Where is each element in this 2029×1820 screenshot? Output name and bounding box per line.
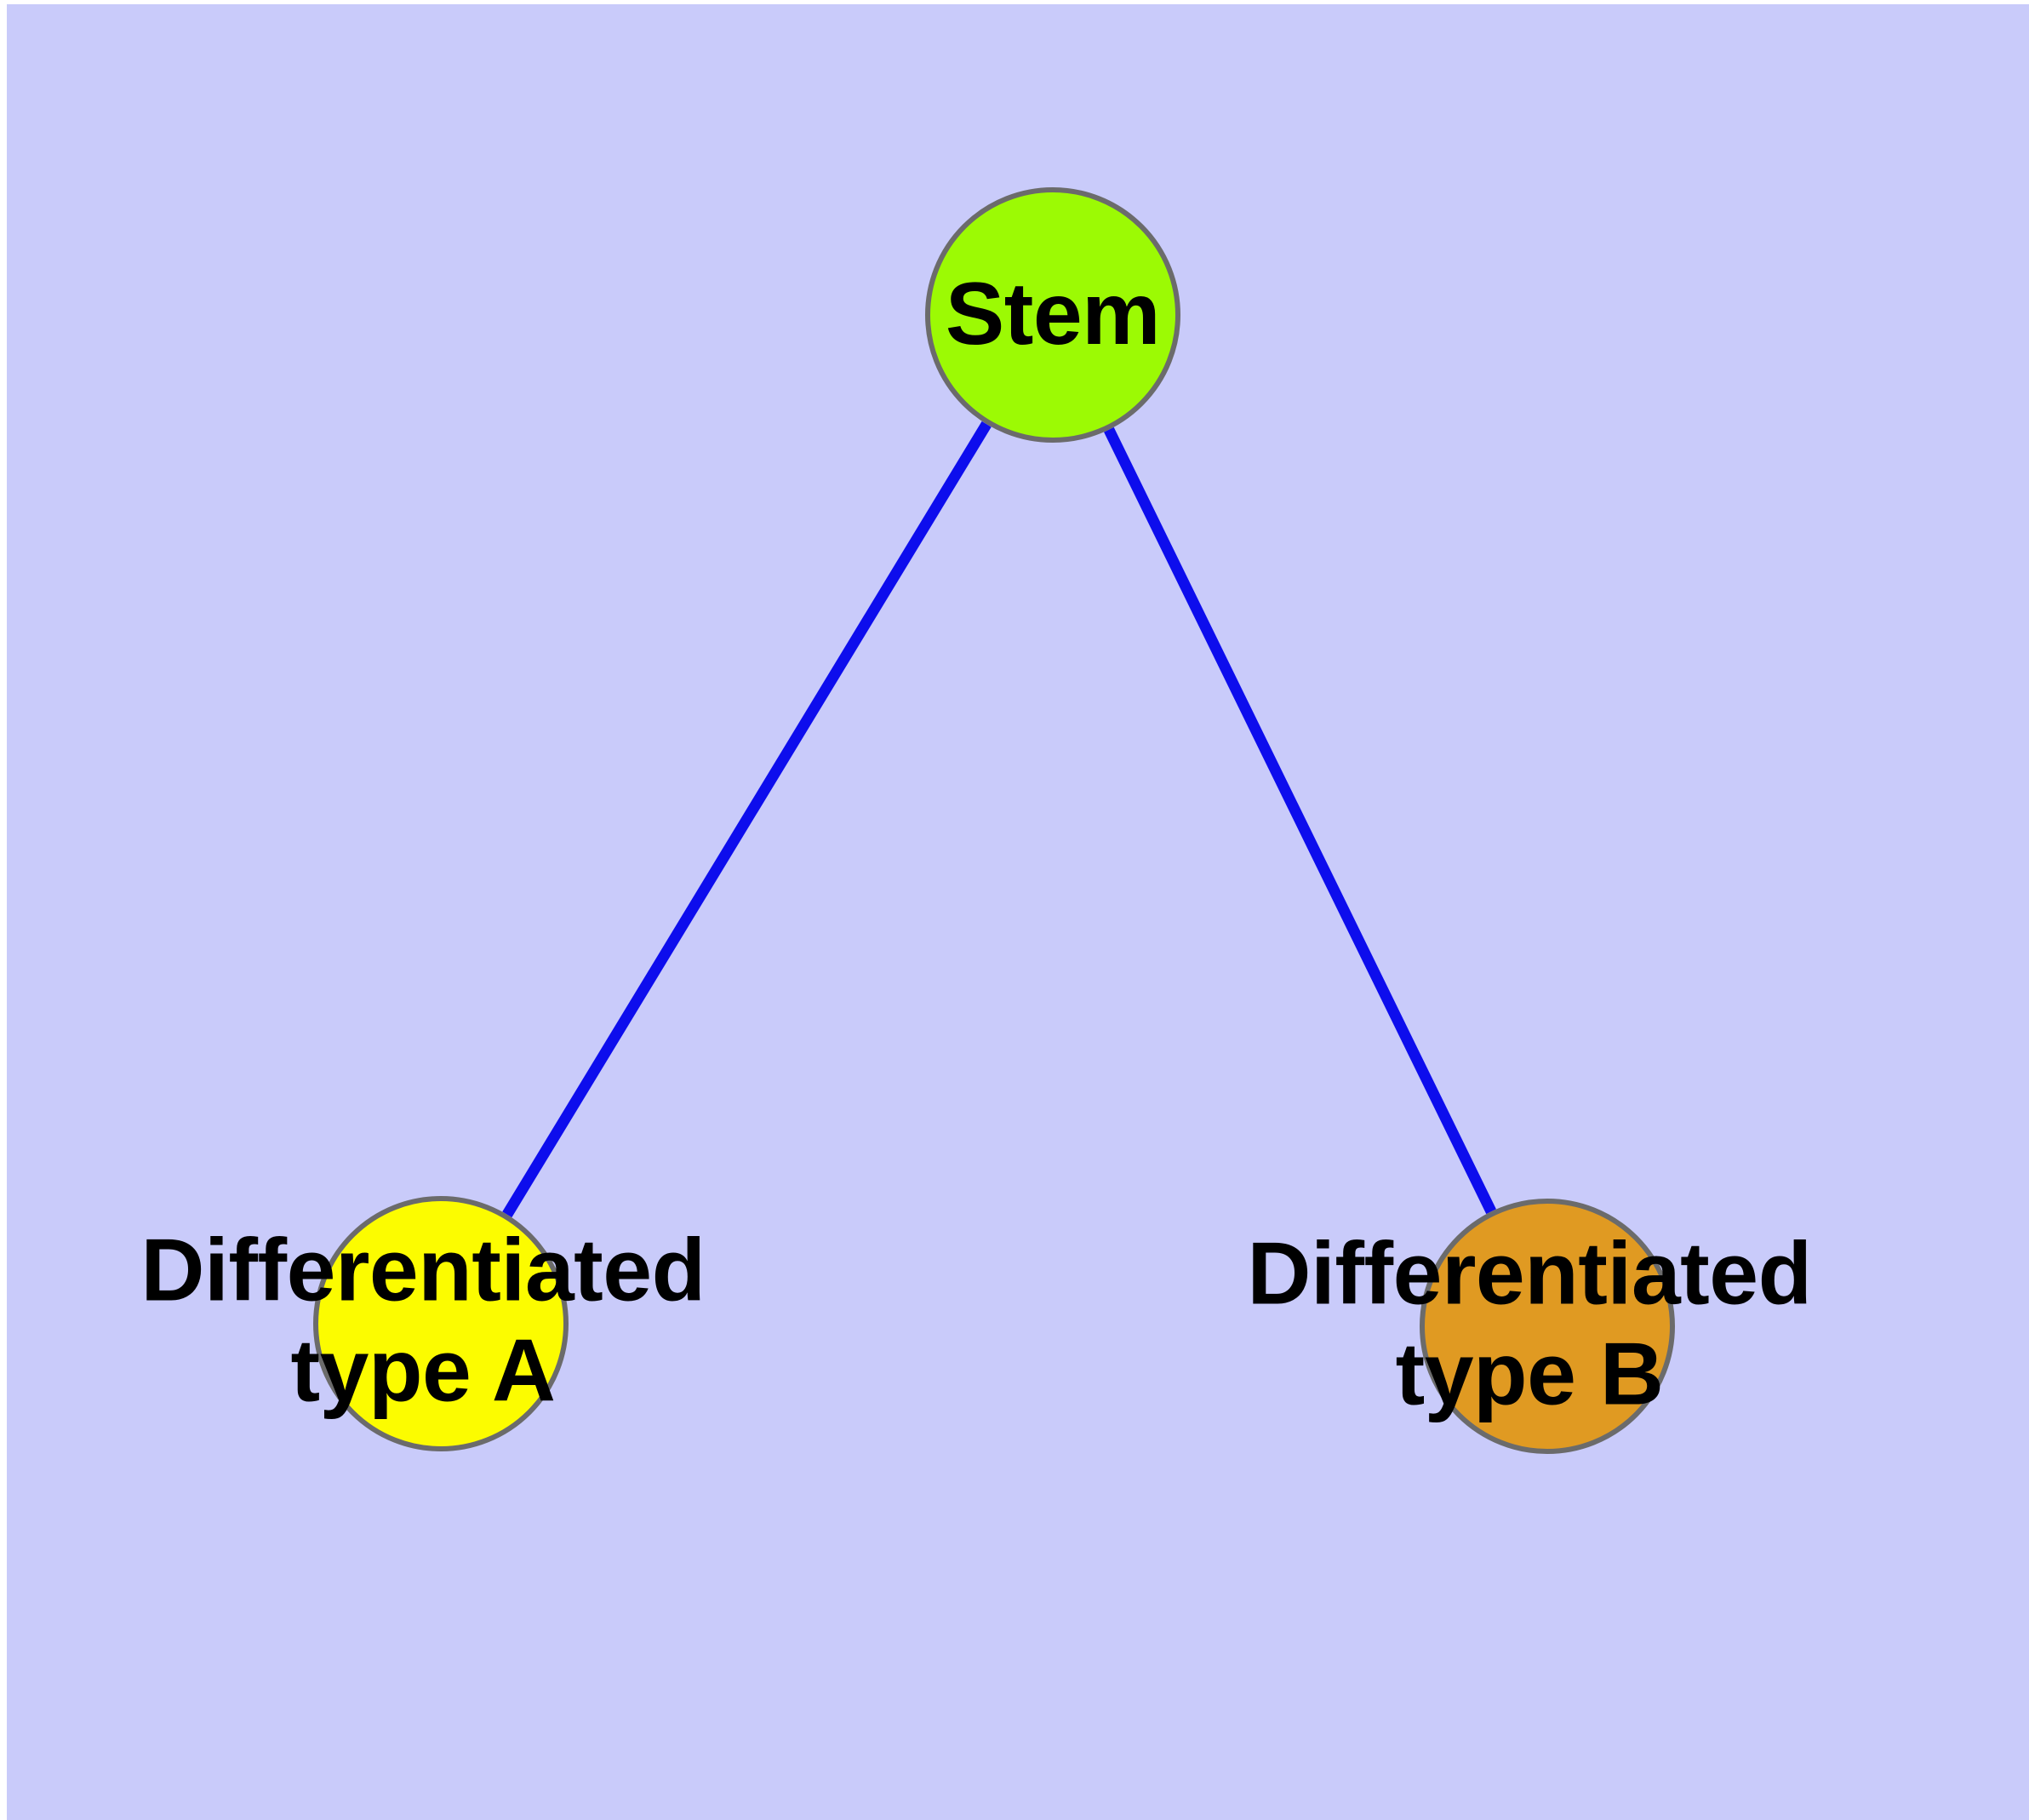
node-circle-differentiated-type-b[interactable] xyxy=(1420,1199,1675,1454)
edge-layer xyxy=(502,421,1496,1218)
node-layer xyxy=(313,187,1675,1454)
node-circle-stem[interactable] xyxy=(925,187,1180,443)
edge-stem-to-differentiated-type-b[interactable] xyxy=(1104,426,1496,1215)
node-circle-differentiated-type-a[interactable] xyxy=(313,1196,569,1451)
edge-stem-to-differentiated-type-a[interactable] xyxy=(502,421,992,1218)
